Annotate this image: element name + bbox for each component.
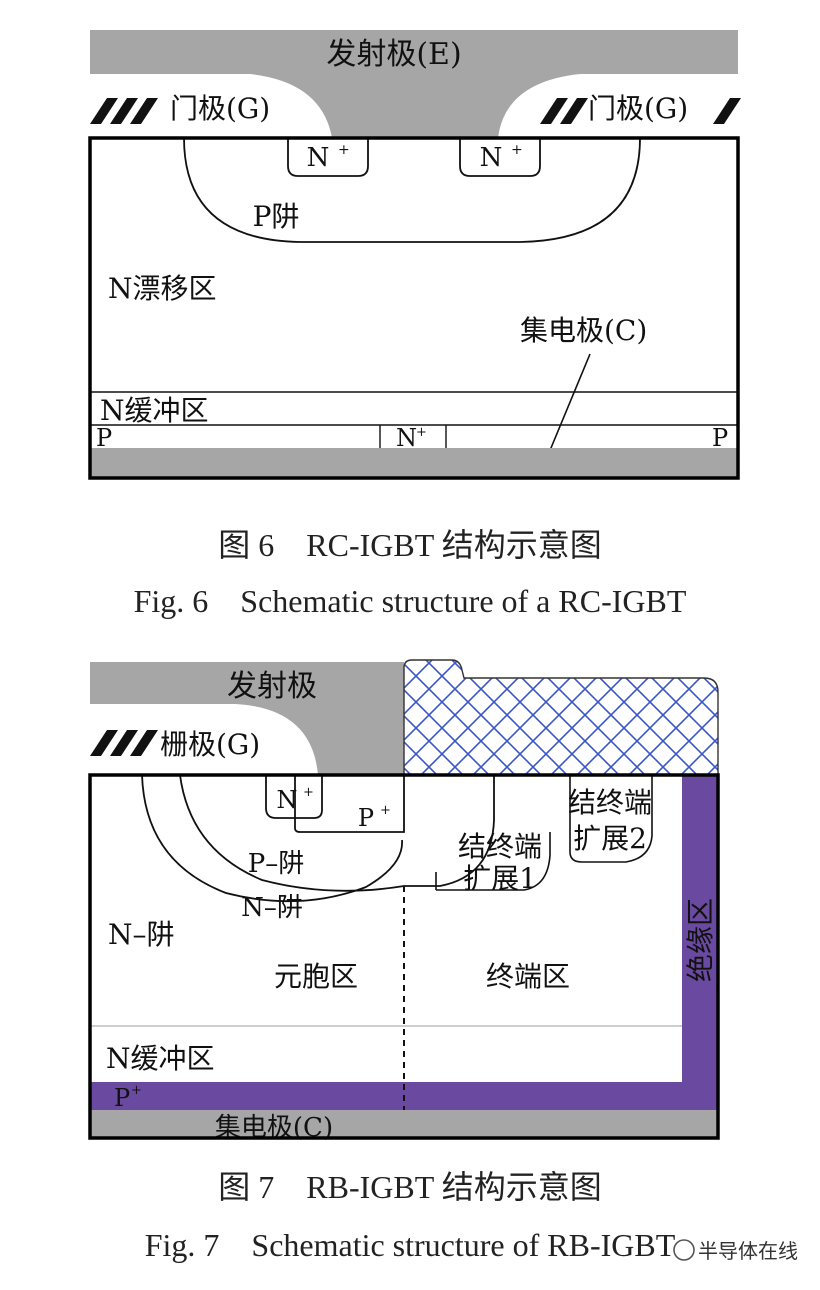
fig7-jte2 [569,775,653,863]
fig6-nplus-right [459,138,541,177]
fig7-jte2-line2: 扩展2 [573,822,647,855]
fig7-collector-metal [90,1110,718,1138]
fig7-pplus-sup: + [380,803,391,818]
fig6-caption-en: Fig. 6 Schematic structure of a RC-IGBT [134,583,687,619]
fig6-collector-metal [90,448,738,478]
fig6-p-left-label: P [96,424,112,452]
fig7-device-outline [88,773,720,1140]
fig6-p-right-label: P [712,424,728,452]
fig7-nplus-label: N [277,786,298,814]
fig7-n-well [141,774,403,903]
fig7-caption-cn: 图 7 RB-IGBT 结构示意图 [218,1169,601,1205]
fig7-nwell-label: N–阱 [108,918,175,951]
fig6-gate-left-hatch [90,98,158,124]
fig7-pplus-label: P [358,804,374,832]
fig6-gate-right-label: 门极(G) [588,92,688,125]
fig6-nplus-left-sup: + [338,142,350,158]
fig7-pplus-bottom-sup: + [131,1083,142,1098]
fig7-emitter-label: 发射极 [227,669,317,704]
fig7-pplus-bottom-label: P [114,1084,130,1112]
fig6-caption-cn: 图 6 RC-IGBT 结构示意图 [218,527,601,563]
fig6-nplus-bottom-label: N [396,424,417,452]
fig7-caption-en: Fig. 7 Schematic structure of RB-IGBT [145,1227,676,1263]
fig7-jte1-line2: 扩展1 [463,862,537,895]
fig7-pwell-label: P–阱 [248,849,305,879]
fig6-gate-right-hatch [540,98,741,124]
fig6-nplus-left [287,138,369,177]
fig6-collector-label: 集电极(C) [520,314,647,347]
fig7-gate-hatch [90,730,158,756]
fig7-cell-region-label: 元胞区 [274,960,358,993]
fig7-p-well [179,774,495,892]
fig6-nplus-right-sup: + [511,142,523,158]
fig7-jte2-line1: 结终端 [568,786,652,819]
fig6-rc-igbt: 发射极(E) 门极(G) 门极(G) P阱 N + N + N漂移区 集电极(C… [88,30,741,619]
fig7-rb-igbt: 发射极 栅极(G) 绝缘区 N + P + P–阱 N–阱 N–阱 结终端 [88,659,720,1263]
fig6-buffer-label: N缓冲区 [100,394,209,427]
fig7-nwell-inner-label: N–阱 [241,893,303,923]
watermark: 半导体在线 [673,1239,798,1263]
fig7-pplus [294,775,405,833]
fig6-device-outline [88,136,740,480]
fig6-nplus-bottom-sup: + [416,425,427,440]
fig6-pwell-label: P阱 [253,200,300,233]
fig7-buffer-label: N缓冲区 [106,1042,215,1075]
fig6-emitter-metal [90,30,738,138]
fig6-nplus-left-label: N [307,143,330,173]
fig6-p-well [183,137,641,243]
watermark-text: 半导体在线 [698,1239,798,1263]
fig6-nplus-right-label: N [480,143,503,173]
fig7-isolation-label: 绝缘区 [684,898,717,982]
fig7-jte1-line1: 结终端 [458,830,542,863]
fig7-termination-label: 终端区 [486,960,570,993]
fig6-gate-left-label: 门极(G) [170,92,270,125]
fig6-collector-arrow [545,353,591,461]
fig7-nplus-sup: + [303,785,314,800]
fig7-field-plate [403,659,719,776]
watermark-logo-icon [673,1239,695,1261]
fig7-emitter-metal [90,662,404,775]
fig7-jte1 [436,832,551,891]
fig6-emitter-label: 发射极(E) [326,37,461,72]
fig7-gate-label: 栅极(G) [160,728,260,761]
fig6-drift-label: N漂移区 [108,272,217,305]
